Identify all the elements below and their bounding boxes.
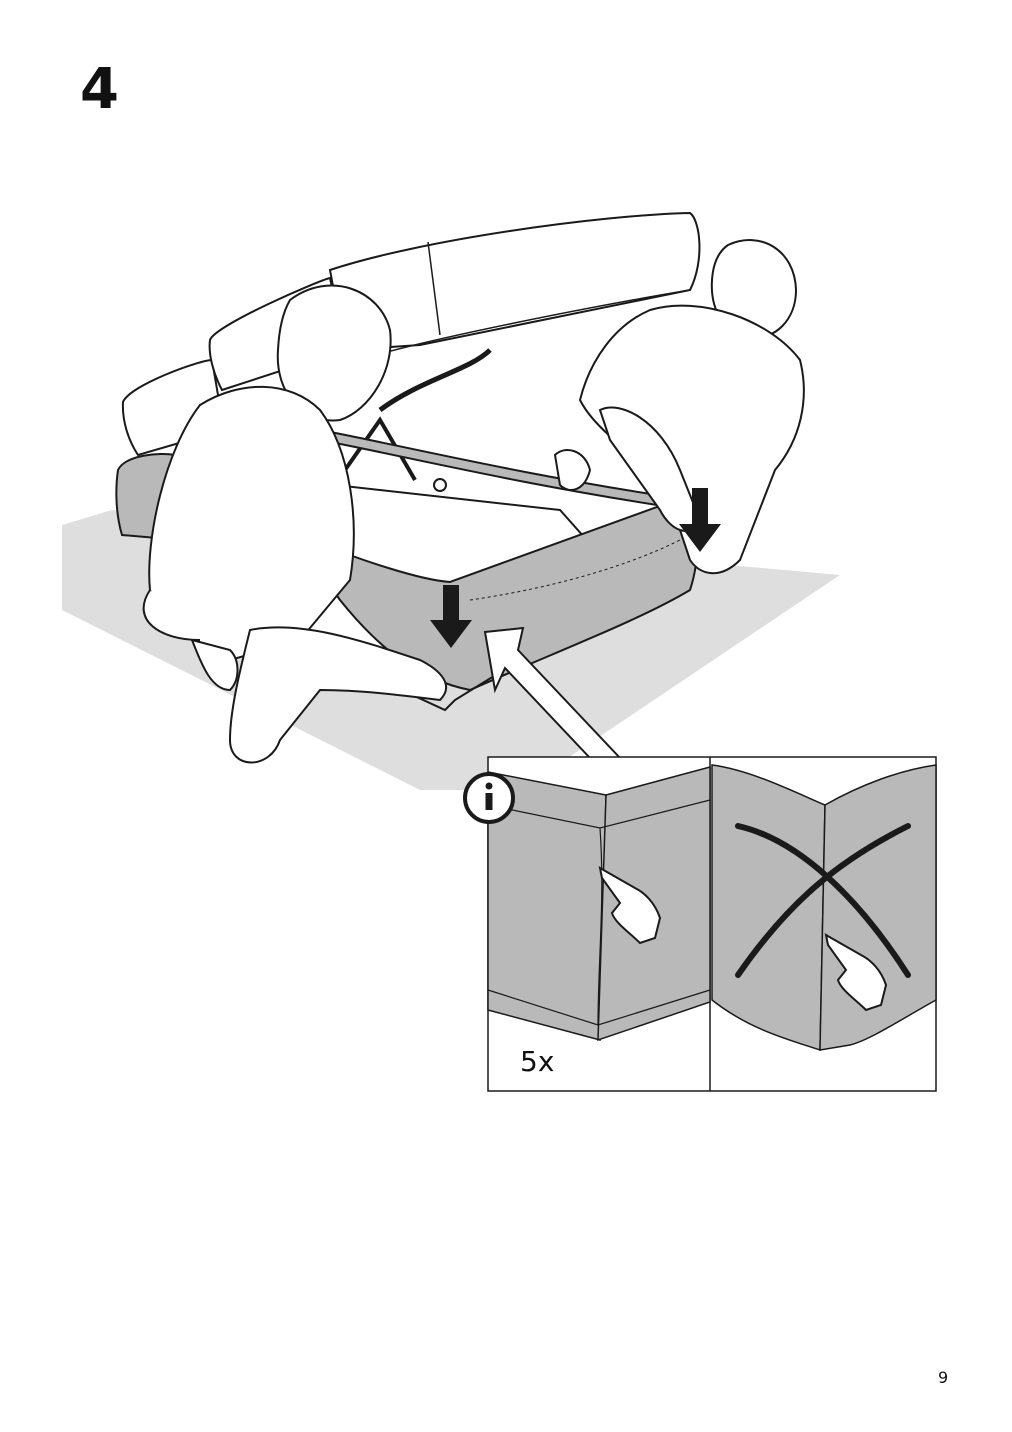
detail-panel-correct — [487, 766, 711, 1042]
cross-mark — [735, 823, 911, 978]
detail-panel-incorrect — [711, 764, 937, 1052]
pointing-hand-icon-incorrect — [824, 933, 888, 1012]
pointing-hand-icon — [598, 866, 662, 945]
person-right — [553, 239, 805, 575]
person-left — [142, 284, 447, 764]
seat-lid — [328, 211, 701, 352]
fabric-cover — [308, 493, 699, 692]
down-arrow-left — [430, 585, 472, 648]
page-number: 9 — [938, 1368, 949, 1387]
info-icon — [463, 772, 515, 824]
step-number: 4 — [80, 57, 119, 122]
repeat-count-label: 5x — [520, 1045, 555, 1078]
down-arrow-right — [679, 488, 721, 552]
